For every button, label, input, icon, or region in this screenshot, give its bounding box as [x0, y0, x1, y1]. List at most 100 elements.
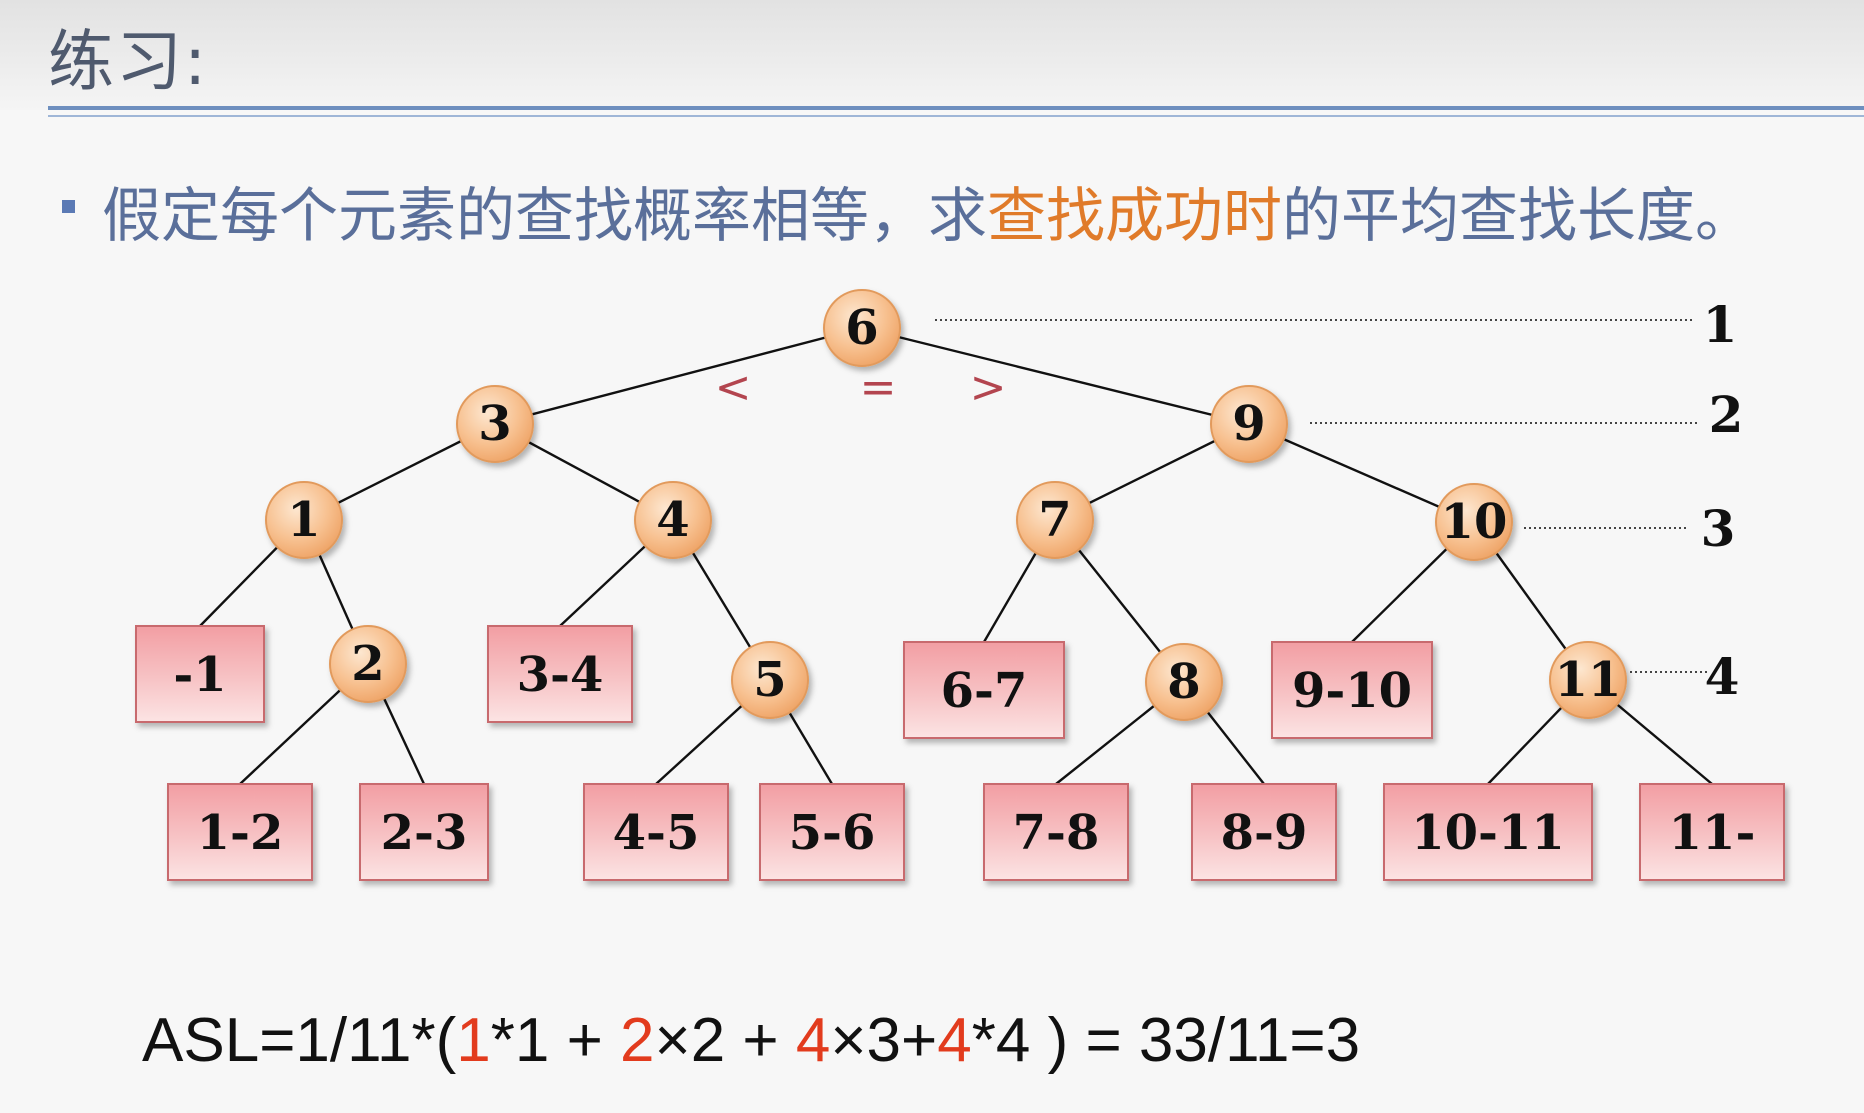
interval-box-rect	[759, 783, 905, 881]
tree-node-label: 9	[1232, 396, 1265, 452]
interval-box-rect	[983, 783, 1129, 881]
tree-edge	[861, 326, 1250, 426]
interval-box-rect	[135, 625, 265, 723]
tree-node: 4	[634, 481, 712, 559]
tree-node-circle	[329, 625, 407, 703]
level-number: 1	[1703, 295, 1738, 354]
tree-node-label: 3	[478, 396, 511, 452]
comparison-operator: <	[715, 362, 752, 413]
tree-node-circle	[1016, 481, 1094, 559]
slide-title: 练习:	[48, 23, 209, 100]
interval-boxes: -1 1-2 2-3 3-4 4-5 5-6 6-7 7-8 8-9 9-10 10-11 11-	[135, 625, 1785, 881]
tree-node-circle	[634, 481, 712, 559]
formula-part: ×2 +	[654, 1006, 796, 1075]
interval-box: 9-10	[1271, 641, 1433, 739]
interval-box-rect	[903, 641, 1065, 739]
interval-box-rect	[487, 625, 633, 723]
interval-box: 6-7	[903, 641, 1065, 739]
interval-box: 7-8	[983, 783, 1129, 881]
tree-node-label: 11	[1555, 652, 1622, 708]
interval-box-rect	[1639, 783, 1785, 881]
interval-box: 5-6	[759, 783, 905, 881]
level-numbers: 1 2 3 4	[1701, 295, 1744, 706]
interval-box-label: 6-7	[941, 663, 1028, 719]
formula-coefficient: 2	[620, 1006, 655, 1075]
interval-box: 8-9	[1191, 783, 1337, 881]
interval-box-label: 9-10	[1292, 663, 1412, 719]
bullet-text-highlight: 查找成功时	[987, 181, 1283, 250]
interval-box-label: 8-9	[1221, 805, 1308, 861]
tree-node-circle	[1145, 643, 1223, 721]
tree-node-label: 2	[351, 636, 384, 692]
interval-box: -1	[135, 625, 265, 723]
level-number: 4	[1705, 647, 1740, 706]
interval-box-label: 2-3	[381, 805, 468, 861]
formula-part: ×3+	[830, 1006, 938, 1075]
interval-box: 2-3	[359, 783, 489, 881]
title-rule	[48, 106, 1864, 110]
level-guides	[935, 319, 1708, 673]
tree-node: 1	[265, 481, 343, 559]
interval-box-rect	[1383, 783, 1593, 881]
level-number: 2	[1709, 385, 1744, 444]
interval-box-label: 1-2	[197, 805, 284, 861]
interval-box-rect	[1191, 783, 1337, 881]
title-rule-thin	[48, 115, 1864, 117]
bullet-text-post: 的平均查找长度。	[1282, 181, 1755, 250]
tree-node-label: 7	[1038, 492, 1071, 548]
tree-node-circle	[456, 385, 534, 463]
title-band	[0, 0, 1864, 110]
tree-edge	[494, 326, 863, 426]
formula-part: *1 +	[490, 1006, 621, 1075]
tree-node-label: 4	[656, 492, 689, 548]
tree-node-label: 5	[753, 652, 786, 708]
tree-node-label: 6	[845, 300, 878, 356]
bullet-text-pre: 假定每个元素的查找概率相等，求	[102, 181, 988, 250]
tree-node: 11	[1549, 641, 1627, 719]
interval-box-label: 7-8	[1013, 805, 1100, 861]
comparison-operator: >	[970, 362, 1007, 413]
tree-node: 2	[329, 625, 407, 703]
interval-box-rect	[1271, 641, 1433, 739]
interval-box-label: 5-6	[789, 805, 876, 861]
interval-box-rect	[359, 783, 489, 881]
comparison-operator: =	[860, 362, 897, 413]
interval-box-label: 11-	[1669, 805, 1756, 861]
bullet-square-icon	[62, 200, 75, 213]
tree-node: 10	[1435, 483, 1513, 561]
interval-box-label: 3-4	[517, 647, 604, 703]
formula-coefficient: 4	[937, 1006, 972, 1075]
asl-formula: ASL=1/11*(1*1 + 2×2 + 4×3+4*4 ) = 33/11=…	[142, 1005, 1360, 1076]
interval-box: 1-2	[167, 783, 313, 881]
formula-coefficient: 1	[456, 1006, 491, 1075]
level-number: 3	[1701, 499, 1736, 558]
tree-node-label: 10	[1441, 494, 1508, 550]
formula-part: *4 ) = 33/11=3	[971, 1006, 1361, 1075]
tree-node: 6	[823, 289, 901, 367]
tree-node: 7	[1016, 481, 1094, 559]
interval-box-rect	[167, 783, 313, 881]
tree-node: 3	[456, 385, 534, 463]
bullet-text: 假定每个元素的查找概率相等，求查找成功时的平均查找长度。	[102, 168, 1754, 253]
tree-node-circle	[265, 481, 343, 559]
tree-edge	[1248, 422, 1475, 524]
tree-node: 5	[731, 641, 809, 719]
interval-box: 11-	[1639, 783, 1785, 881]
tree-nodes: 6 3 9 1 4 7 10 2 5 8 11	[265, 289, 1627, 721]
interval-box: 4-5	[583, 783, 729, 881]
formula-part: ASL=1/11*(	[142, 1006, 457, 1075]
tree-node-circle	[1435, 483, 1513, 561]
interval-box-label: 4-5	[613, 805, 700, 861]
tree-node: 9	[1210, 385, 1288, 463]
tree-node-label: 1	[287, 492, 320, 548]
tree-node-label: 8	[1167, 654, 1200, 710]
interval-box: 3-4	[487, 625, 633, 723]
tree-node: 8	[1145, 643, 1223, 721]
interval-box-rect	[583, 783, 729, 881]
interval-box-label: 10-11	[1411, 805, 1565, 861]
comparison-operators: < = >	[715, 362, 1007, 413]
tree-node-circle	[823, 289, 901, 367]
interval-box-label: -1	[173, 647, 226, 703]
formula-coefficient: 4	[795, 1006, 831, 1075]
tree-node-circle	[1549, 641, 1627, 719]
